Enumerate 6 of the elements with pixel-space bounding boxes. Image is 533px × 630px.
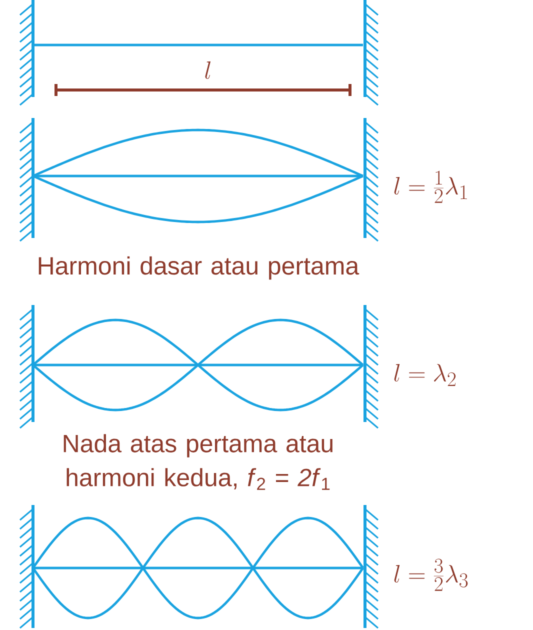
caption-text: Nada atas pertama atau harmoni kedua, f$_{2}$ = 2f$_{1}$ bbox=[64, 434, 332, 490]
formula: $l = \frac{3}{2}\lambda_{3}$ bbox=[394, 558, 468, 591]
caption-text: Harmoni dasar atau pertama bbox=[38, 256, 360, 280]
length-label: $l$ bbox=[205, 61, 210, 79]
formula: $l = \frac{1}{2}\lambda_{1}$ bbox=[394, 170, 467, 203]
formula: $l = \lambda_{2}$ bbox=[394, 364, 456, 386]
